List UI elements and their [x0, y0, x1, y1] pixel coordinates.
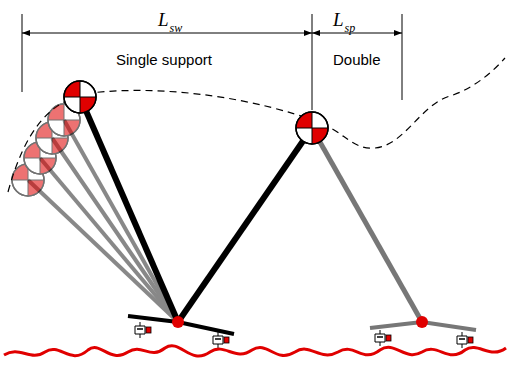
dimension-subscript: sp — [345, 22, 356, 34]
dimension-symbol: L — [333, 10, 344, 29]
dimension-symbol: L — [158, 10, 169, 29]
dimension-subscript: sw — [170, 22, 183, 34]
phase-label: Single support — [116, 52, 212, 67]
phase-label: Double — [333, 52, 381, 67]
